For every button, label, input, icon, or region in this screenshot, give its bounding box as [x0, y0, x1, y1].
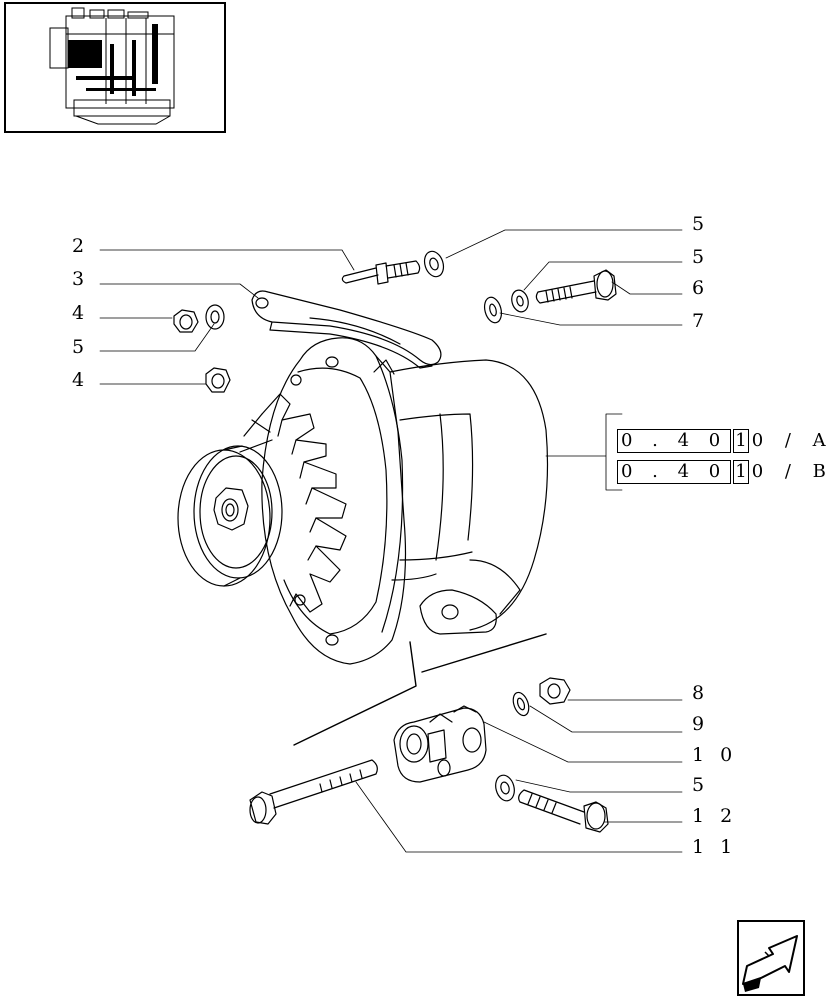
- engine-thumbnail[interactable]: [4, 2, 226, 133]
- callout-11: 1 1: [692, 836, 738, 858]
- bolt-washers-right: [483, 269, 617, 324]
- nut-washer-left: [173, 304, 225, 333]
- engine-thumbnail-icon: [49, 7, 175, 125]
- callout-2: 2: [72, 235, 90, 257]
- callout-3: 3: [72, 268, 90, 290]
- callout-5-left: 5: [72, 336, 90, 358]
- callout-5-right: 5: [692, 246, 710, 268]
- reference-suffix: 0 / A: [751, 430, 834, 451]
- nut-lower: [205, 367, 231, 393]
- back-navigation-button[interactable]: [737, 920, 805, 996]
- spacer-block: [393, 705, 487, 783]
- callout-9: 9: [692, 713, 710, 735]
- break-line: [293, 633, 547, 746]
- alternator-exploded-drawing: [99, 229, 683, 853]
- reference-mid: 1: [733, 429, 749, 453]
- bolt-washer-12: [495, 774, 609, 833]
- callout-4-upper: 4: [72, 302, 90, 324]
- arrow-back-icon: [742, 935, 798, 992]
- long-bolt: [249, 759, 378, 825]
- callout-5-bottom: 5: [692, 774, 710, 796]
- leader-lines: [99, 229, 683, 853]
- nut-washer-8-9: [512, 677, 571, 717]
- stud-part: [341, 260, 421, 285]
- reference-mid: 1: [733, 460, 749, 484]
- callout-7: 7: [692, 310, 710, 332]
- reference-code: 0 . 4 0: [617, 460, 732, 484]
- callout-12: 1 2: [692, 805, 738, 827]
- reference-code: 0 . 4 0: [617, 429, 732, 453]
- callout-8: 8: [692, 682, 710, 704]
- bracket-part: [251, 290, 442, 369]
- alternator-body: [177, 337, 549, 665]
- thumbnail-highlight: [68, 40, 102, 68]
- callout-5-top: 5: [692, 213, 710, 235]
- callout-4-lower: 4: [72, 369, 90, 391]
- reference-suffix: 0 / B: [751, 461, 834, 482]
- callout-10: 1 0: [692, 744, 738, 766]
- callout-6: 6: [692, 277, 710, 299]
